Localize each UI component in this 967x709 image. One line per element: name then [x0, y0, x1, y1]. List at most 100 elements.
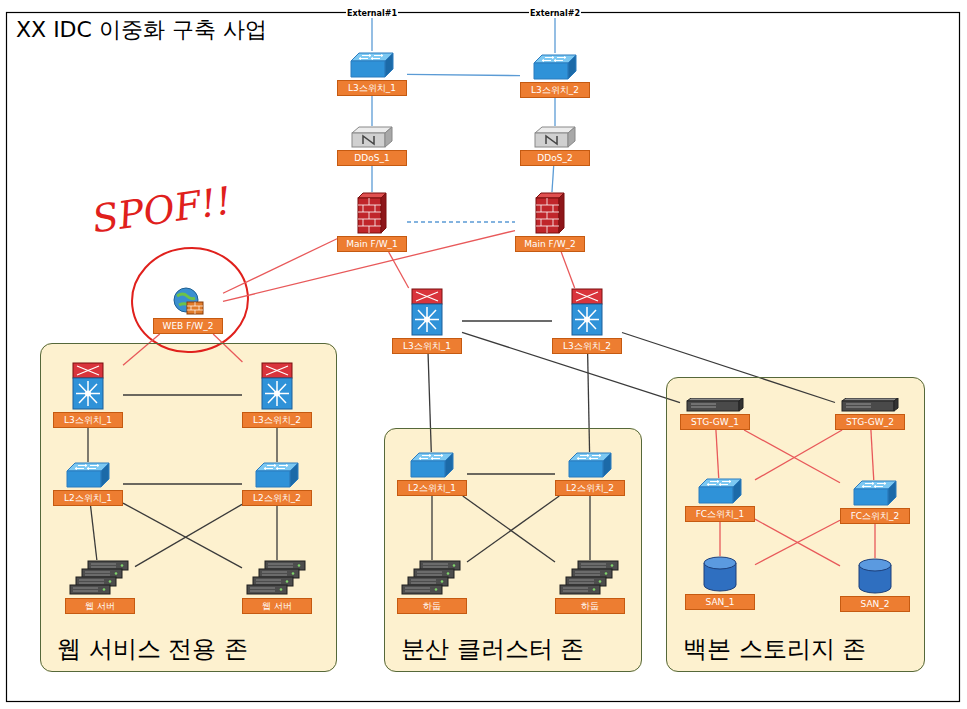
network-link: [716, 430, 719, 478]
network-link: [467, 496, 559, 562]
device-label: STG-GW_1: [680, 414, 750, 430]
network-link: [91, 506, 97, 560]
l3-switch-icon: [411, 288, 443, 336]
device-label: DDoS_1: [337, 150, 407, 166]
network-link: [552, 166, 554, 192]
network-link: [462, 332, 680, 402]
device-node: L2스위치_2: [242, 462, 312, 506]
external-link-label: External#1: [346, 9, 398, 18]
zone-panel: 분산 클러스터 존L2스위치_1L2스위치_2하둡하둡: [384, 428, 642, 672]
switch-icon: [255, 462, 299, 488]
network-link: [389, 252, 409, 288]
zone-fill: [666, 377, 925, 672]
device-label: FC스위치_1: [685, 506, 755, 522]
server-rack-icon: [68, 560, 132, 596]
web-firewall-icon: [171, 286, 205, 316]
network-link: [276, 506, 277, 560]
device-label: L3스위치_2: [520, 82, 590, 98]
server-rack-icon: [558, 560, 622, 596]
network-link: [467, 473, 555, 474]
network-link: [371, 96, 372, 126]
network-link: [123, 483, 242, 484]
network-link: [744, 430, 840, 483]
network-link: [755, 520, 840, 564]
title-block: XX IDC 이중화 구축 사업: [16, 17, 267, 43]
device-node: 하둡: [555, 560, 625, 614]
device-label: L2스위치_2: [555, 480, 625, 496]
zone-fills: [40, 343, 925, 672]
device-label: 웹 서버: [242, 598, 312, 614]
server-rack-icon: [400, 560, 464, 596]
network-link: [407, 74, 520, 75]
external-wire: [554, 12, 555, 53]
switch-icon: [533, 54, 577, 80]
device-node: L3스위치_2: [242, 362, 312, 428]
storage-gateway-icon: [841, 398, 899, 412]
device-node: FC스위치_1: [685, 478, 755, 522]
zone-name: 웹 서비스 전용 존: [57, 635, 248, 663]
zone-fill: [40, 343, 337, 672]
device-node: DDoS_1: [337, 126, 407, 166]
spof-annotation: SPOF!!: [90, 178, 234, 241]
l3-switch-icon: [72, 362, 104, 410]
network-link: [871, 430, 874, 480]
external-link-label-wrap: External#1: [346, 1, 398, 20]
device-label: L2스위치_1: [53, 490, 123, 506]
network-link: [561, 252, 574, 288]
network-link: [588, 354, 590, 452]
device-label: FC스위치_2: [840, 508, 910, 524]
network-link: [371, 166, 372, 192]
device-label: WEB F/W_2: [153, 318, 223, 334]
device-node: FC스위치_2: [840, 480, 910, 524]
zone-panel: 웹 서비스 전용 존 L3스위치_1 L3스위치_2L2스위치_1 L2스위치_2 웹 …: [40, 343, 337, 672]
network-link: [589, 496, 590, 560]
device-label: SAN_1: [685, 594, 755, 610]
network-link: [276, 428, 277, 462]
network-link: [755, 519, 840, 566]
l3-switch-icon: [261, 362, 293, 410]
device-label: SAN_2: [840, 596, 910, 612]
device-node: L2스위치_1: [397, 452, 467, 496]
diagram-title: XX IDC 이중화 구축 사업: [16, 17, 267, 42]
device-node: SAN_2: [840, 558, 910, 612]
external-link-label: External#2: [529, 9, 581, 18]
network-link: [407, 221, 515, 222]
switch-icon: [410, 452, 454, 478]
device-node: Main F/W_2: [515, 192, 585, 252]
network-link: [87, 428, 88, 462]
zone-name: 백본 스토리지 존: [683, 635, 866, 663]
network-link: [223, 231, 515, 302]
device-label: L3스위치_2: [242, 412, 312, 428]
san-storage-icon: [702, 556, 738, 592]
network-link: [462, 320, 552, 321]
storage-gateway-icon: [686, 398, 744, 412]
network-link: [123, 394, 242, 395]
spof-annotation-wrap: SPOF!!: [92, 188, 232, 232]
network-link: [719, 522, 720, 556]
device-node: L2스위치_1: [53, 462, 123, 506]
device-node: L3스위치_2: [552, 288, 622, 354]
network-link: [123, 503, 242, 568]
device-node: 웹 서버: [65, 560, 135, 614]
firewall-icon: [357, 192, 387, 234]
device-node: L2스위치_2: [555, 452, 625, 496]
switch-icon: [350, 52, 394, 78]
device-label: L3스위치_1: [337, 80, 407, 96]
device-label: L3스위치_1: [392, 338, 462, 354]
switch-icon: [698, 478, 742, 504]
device-label: 웹 서버: [65, 598, 135, 614]
device-label: L3스위치_1: [53, 412, 123, 428]
device-label: 하둡: [555, 598, 625, 614]
device-node: Main F/W_1: [337, 192, 407, 252]
network-link: [755, 430, 842, 480]
network-link: [135, 504, 242, 566]
san-storage-icon: [857, 558, 893, 594]
device-node: DDoS_2: [520, 126, 590, 166]
switch-icon: [853, 480, 897, 506]
network-link: [874, 524, 875, 558]
ddos-appliance-icon: [534, 126, 576, 148]
device-node: WEB F/W_2: [153, 286, 223, 334]
